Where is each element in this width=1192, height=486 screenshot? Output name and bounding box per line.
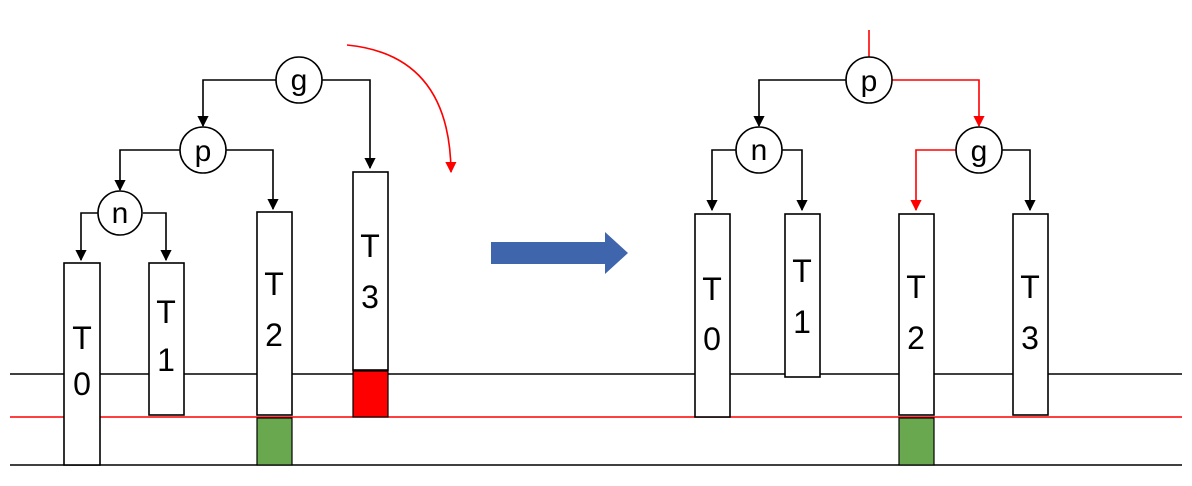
- edge-p-n: [114, 149, 180, 192]
- node-g: g: [955, 126, 1003, 174]
- svg-text:T: T: [702, 271, 722, 307]
- edge-p-g: [892, 79, 985, 128]
- subtree-t1: T 1: [148, 262, 185, 416]
- svg-text:T: T: [360, 228, 380, 264]
- subtree-t2: T 2: [898, 213, 935, 416]
- svg-text:T: T: [1020, 269, 1040, 305]
- curved-arrow-icon: [346, 44, 457, 174]
- svg-text:2: 2: [907, 320, 925, 356]
- subtree-t3: T 3: [1012, 213, 1049, 416]
- edge-n-t0: [75, 212, 98, 262]
- subtree-t0: T 0: [694, 213, 731, 418]
- svg-text:0: 0: [73, 366, 91, 402]
- svg-text:p: p: [861, 65, 878, 98]
- edge-g-t3: [1002, 149, 1036, 212]
- svg-text:1: 1: [157, 342, 175, 378]
- svg-text:3: 3: [361, 279, 379, 315]
- svg-text:g: g: [291, 64, 308, 97]
- edge-g-p: [197, 79, 276, 128]
- svg-text:3: 3: [1021, 320, 1039, 356]
- after-tree: p n g T 0 T 1 T 2 T 3: [694, 30, 1049, 466]
- edge-p-t2: [226, 149, 279, 211]
- red-block-before: [352, 370, 389, 418]
- svg-text:g: g: [971, 135, 988, 168]
- svg-text:0: 0: [703, 321, 721, 357]
- edge-n-t1: [782, 149, 808, 212]
- node-g: g: [275, 56, 323, 104]
- edge-g-t3: [322, 79, 376, 170]
- svg-text:T: T: [906, 269, 926, 305]
- svg-text:n: n: [112, 197, 129, 230]
- node-n: n: [735, 126, 783, 174]
- svg-text:T: T: [264, 266, 284, 302]
- node-p: p: [179, 126, 227, 174]
- subtree-t1: T 1: [784, 213, 821, 378]
- before-tree: g p n T 0 T 1 T 2 T 3: [63, 44, 457, 466]
- edge-n-t1: [143, 212, 172, 262]
- svg-text:T: T: [156, 294, 176, 330]
- subtree-t3: T 3: [352, 171, 389, 371]
- edge-g-t2: [910, 149, 956, 212]
- subtree-t2: T 2: [256, 211, 293, 416]
- svg-text:p: p: [195, 135, 212, 168]
- green-block-before: [256, 417, 293, 466]
- edge-n-t0: [706, 149, 736, 212]
- svg-text:T: T: [792, 253, 812, 289]
- right-arrow-icon: [491, 232, 628, 274]
- svg-text:T: T: [72, 320, 92, 356]
- edge-p-n: [753, 79, 846, 128]
- node-n: n: [97, 190, 143, 236]
- subtree-t0: T 0: [63, 262, 101, 466]
- svg-text:1: 1: [793, 304, 811, 340]
- svg-text:2: 2: [265, 317, 283, 353]
- green-block-after: [898, 417, 935, 466]
- svg-text:n: n: [751, 134, 768, 167]
- node-p: p: [845, 56, 893, 104]
